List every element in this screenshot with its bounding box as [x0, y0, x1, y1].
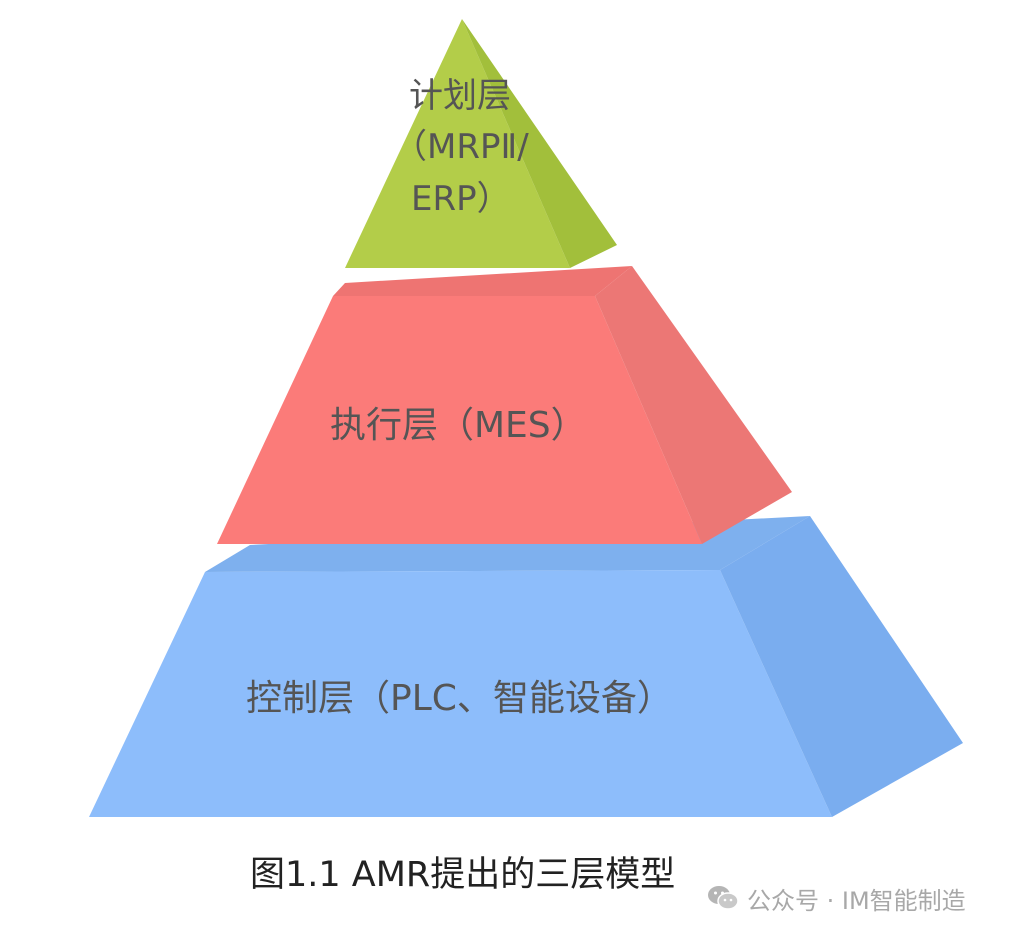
planning-layer-label-line-2: （MRPⅡ/ — [393, 127, 529, 167]
watermark-text: 公众号 · IM智能制造 — [747, 886, 966, 915]
planning-layer-front-face — [345, 19, 570, 268]
execution-layer-side-face — [595, 266, 792, 544]
control-layer-label: 控制层（PLC、智能设备） — [246, 678, 673, 719]
planning-layer: 计划层 （MRPⅡ/ ERP） — [345, 19, 617, 268]
planning-layer-side-face — [462, 19, 617, 268]
execution-layer-front-face — [217, 296, 702, 544]
execution-layer-label: 执行层（MES） — [330, 405, 587, 446]
control-layer-side-face — [720, 516, 963, 817]
control-layer-front-face — [89, 570, 832, 817]
execution-layer-top-face — [333, 266, 632, 296]
wechat-icon — [708, 886, 739, 910]
execution-layer: 执行层（MES） — [217, 266, 792, 544]
planning-layer-label-line-1: 计划层 — [409, 76, 511, 116]
figure-caption: 图1.1 AMR提出的三层模型 — [250, 855, 676, 895]
control-layer: 控制层（PLC、智能设备） — [89, 516, 963, 817]
planning-layer-label-line-3: ERP） — [411, 179, 511, 219]
watermark: 公众号 · IM智能制造 — [707, 880, 966, 916]
